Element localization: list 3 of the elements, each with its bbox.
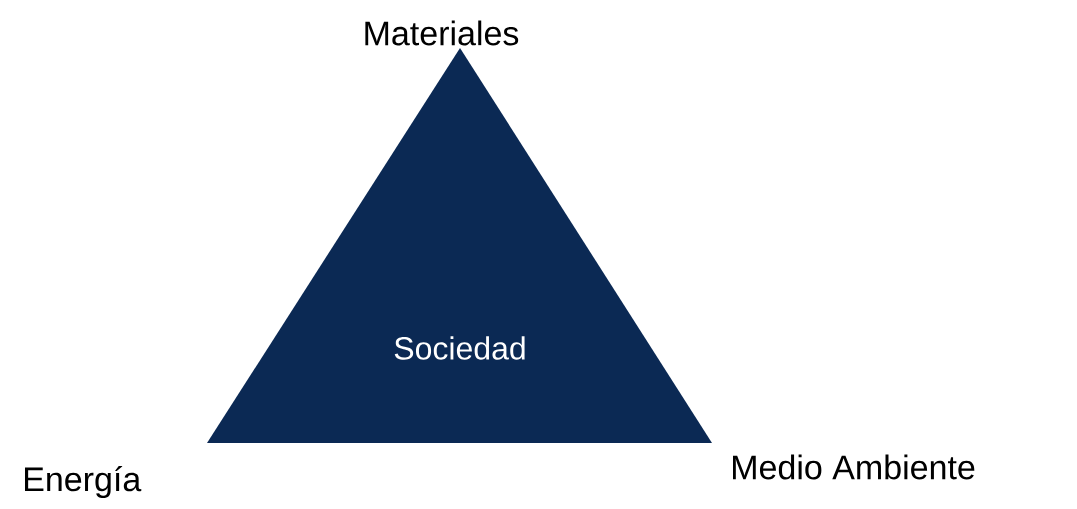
corner-label: Medio Ambiente bbox=[733, 454, 975, 480]
corner-label: Energía bbox=[25, 465, 142, 499]
triangle: Sociedad bbox=[207, 48, 712, 443]
